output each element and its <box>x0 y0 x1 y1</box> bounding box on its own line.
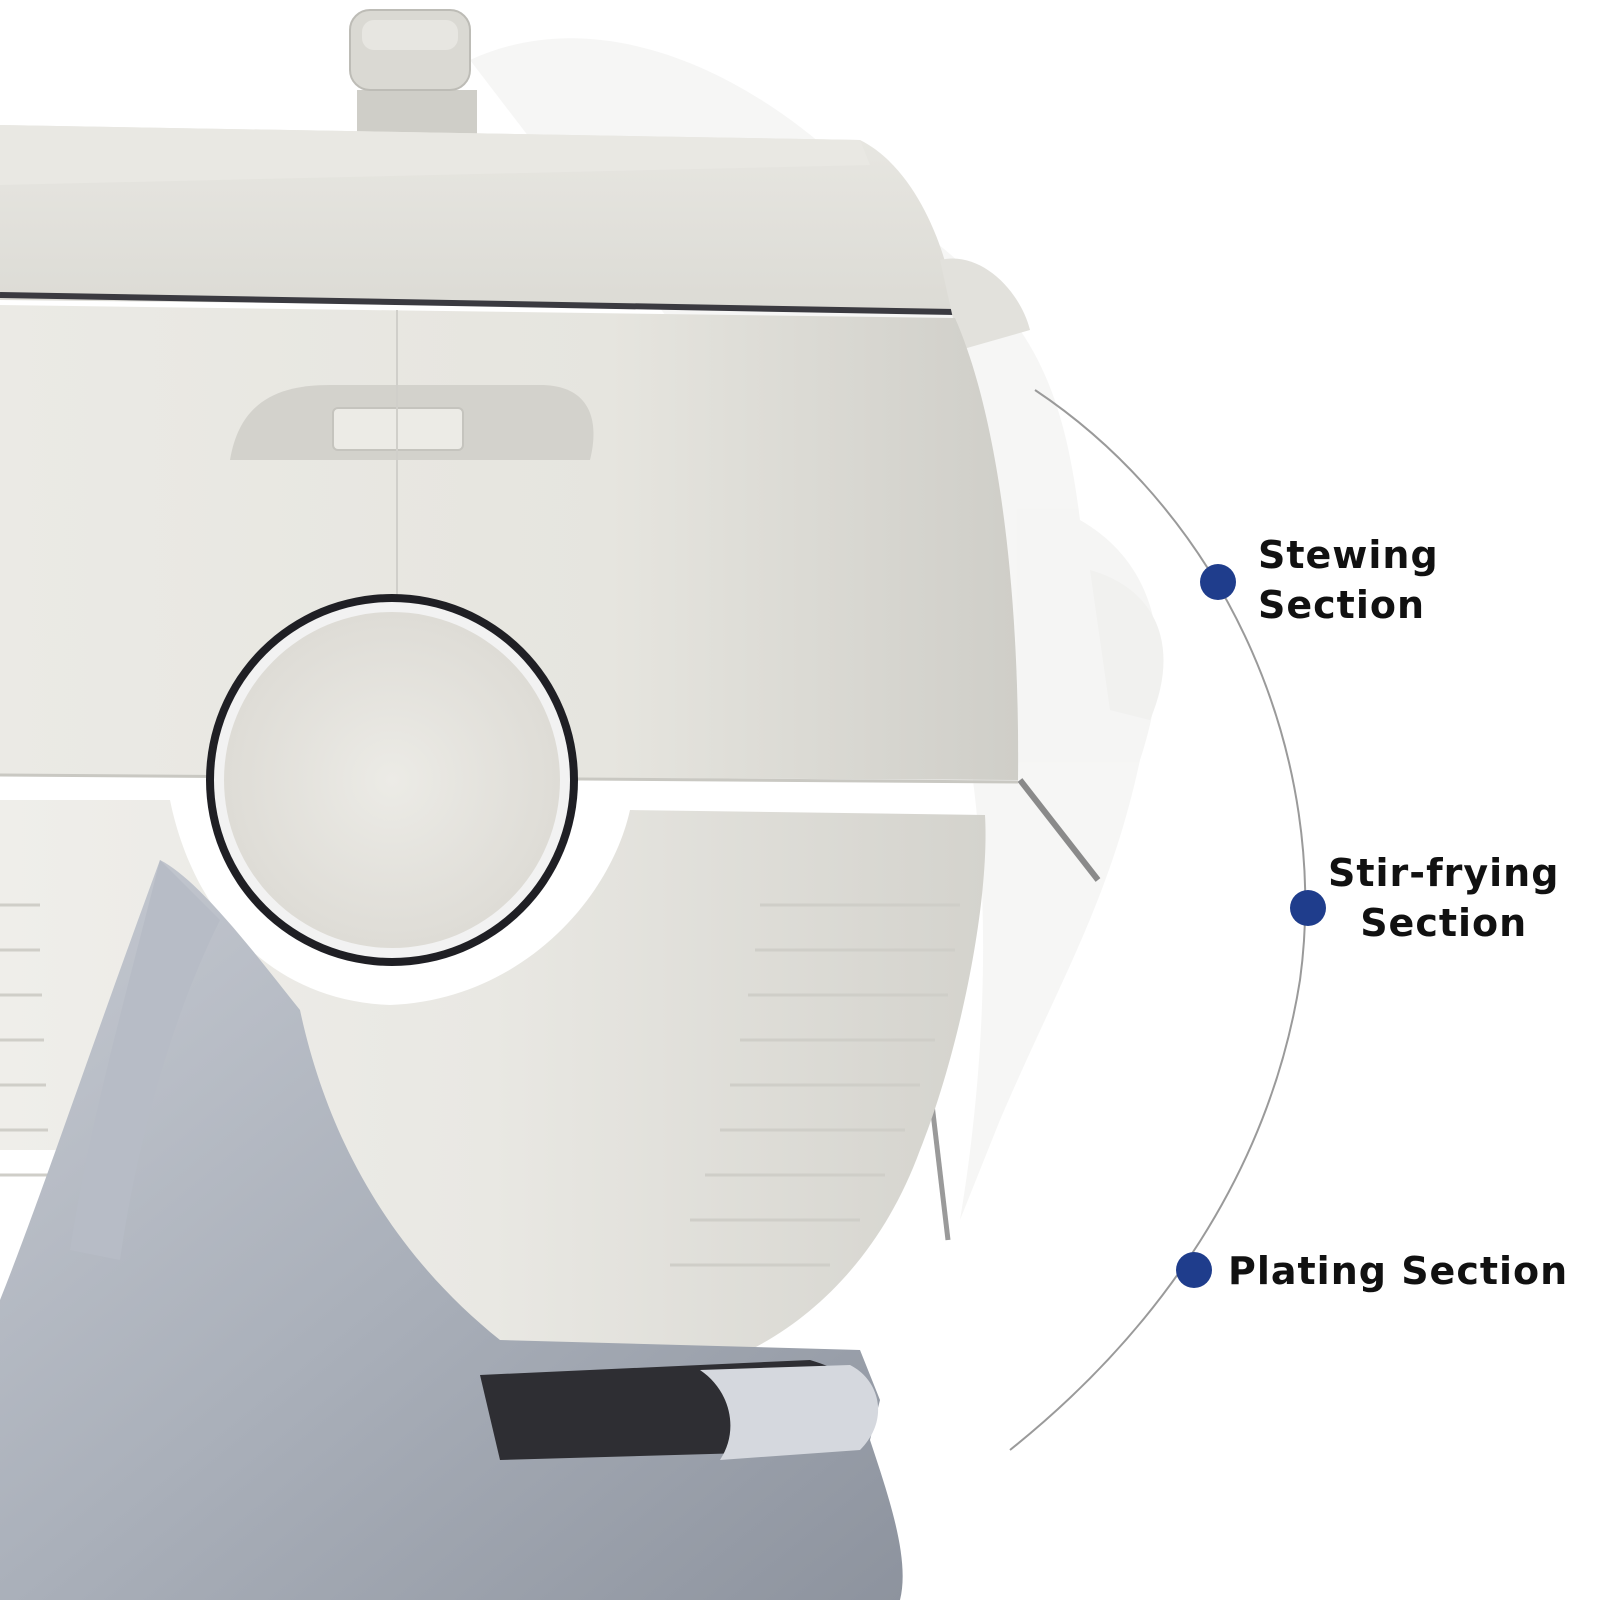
stewing-dot <box>1200 564 1236 600</box>
callout-stir-frying-line1: Stir-frying <box>1328 851 1560 895</box>
pivot-disc <box>206 594 578 966</box>
lid <box>0 125 1030 350</box>
callout-plating: Plating Section <box>1228 1246 1568 1296</box>
plating-dot <box>1176 1252 1212 1288</box>
top-knob <box>349 9 477 135</box>
callout-stir-frying-line2: Section <box>1360 901 1528 945</box>
callout-plating-line1: Plating Section <box>1228 1249 1569 1293</box>
stand-base <box>0 860 903 1600</box>
callout-stewing-line2: Section <box>1258 583 1426 627</box>
callout-stewing: Stewing Section <box>1258 530 1439 630</box>
callout-stir-frying: Stir-frying Section <box>1328 848 1559 948</box>
section-arc <box>1009 389 1307 1451</box>
callout-stewing-line1: Stewing <box>1258 533 1439 577</box>
stir-frying-dot <box>1290 890 1326 926</box>
